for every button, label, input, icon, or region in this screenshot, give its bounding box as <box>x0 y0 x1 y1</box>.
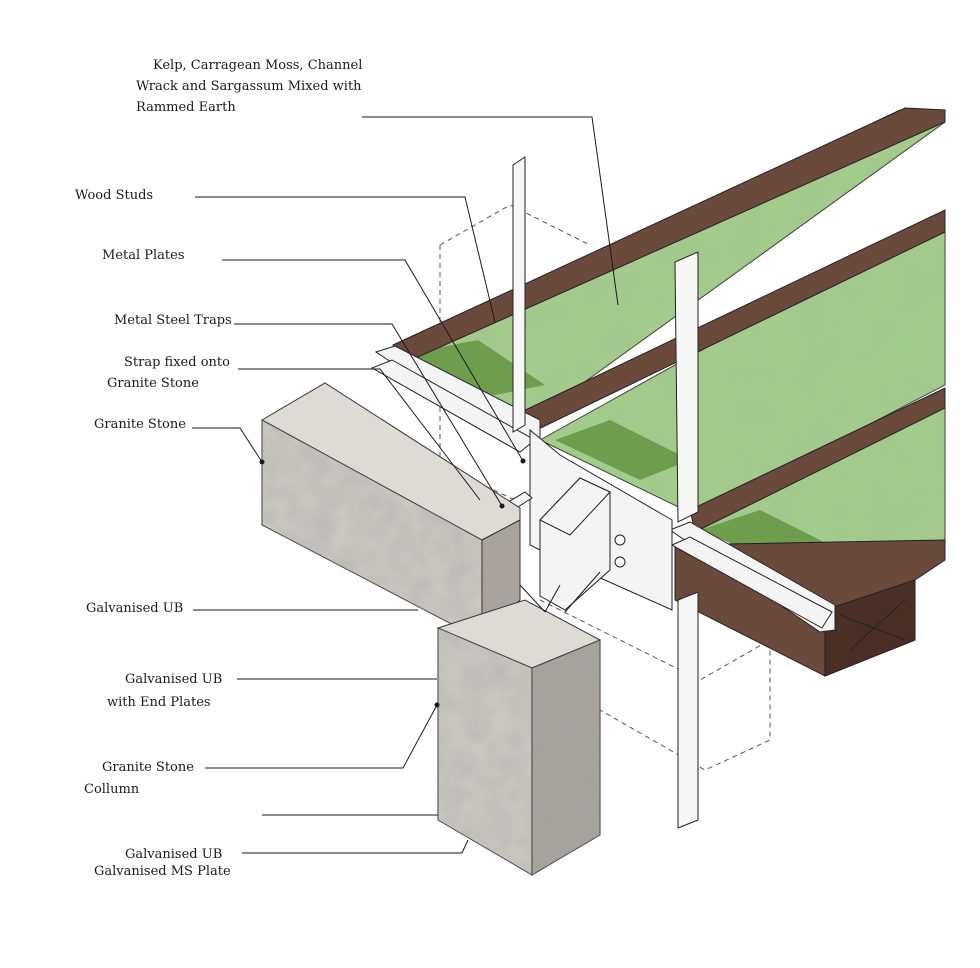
label-strap-line2: Granite Stone <box>107 376 199 391</box>
label-wood-studs: Wood Studs <box>75 188 154 203</box>
metal-edge-plates <box>370 345 836 633</box>
label-granite-stone: Granite Stone <box>94 417 186 432</box>
leader-granite-stone <box>192 427 263 463</box>
label-kelp-line3: Rammed Earth <box>136 100 236 115</box>
leader-galvanised-ub-plate <box>242 839 469 854</box>
label-galvanised-ub-end-line2: with End Plates <box>107 695 211 710</box>
label-galvanised-ub-plate-line2: Galvanised MS Plate <box>94 864 231 879</box>
leader-metal-plates <box>222 259 524 462</box>
wood-studs <box>512 156 699 829</box>
leader-strap <box>238 368 481 501</box>
granite-stone-column <box>436 599 602 876</box>
label-galvanised-ub-plate-line1: Galvanised UB <box>125 847 223 862</box>
label-granite-column-line2: Collumn <box>84 782 140 797</box>
label-galvanised-ub-end-line1: Galvanised UB <box>125 672 223 687</box>
steel-bracket <box>477 428 673 611</box>
label-granite-column-line1: Granite Stone <box>102 760 194 775</box>
label-kelp-line2: Wrack and Sargassum Mixed with <box>136 79 362 94</box>
label-metal-plates: Metal Plates <box>102 248 185 263</box>
label-kelp-line1: Kelp, Carragean Moss, Channel <box>153 58 363 73</box>
leader-granite-column <box>205 704 438 769</box>
label-strap-line1: Strap fixed onto <box>124 355 230 370</box>
leader-metal-steel-traps <box>234 323 503 507</box>
leader-wood-studs <box>195 196 496 323</box>
label-galvanised-ub: Galvanised UB <box>86 601 184 616</box>
leader-lines <box>192 116 619 854</box>
green-roof-planting <box>391 109 946 581</box>
label-metal-steel-traps: Metal Steel Traps <box>114 313 232 328</box>
leader-dots <box>259 458 526 708</box>
leader-kelp <box>362 116 619 306</box>
granite-stone-beam <box>260 382 521 642</box>
